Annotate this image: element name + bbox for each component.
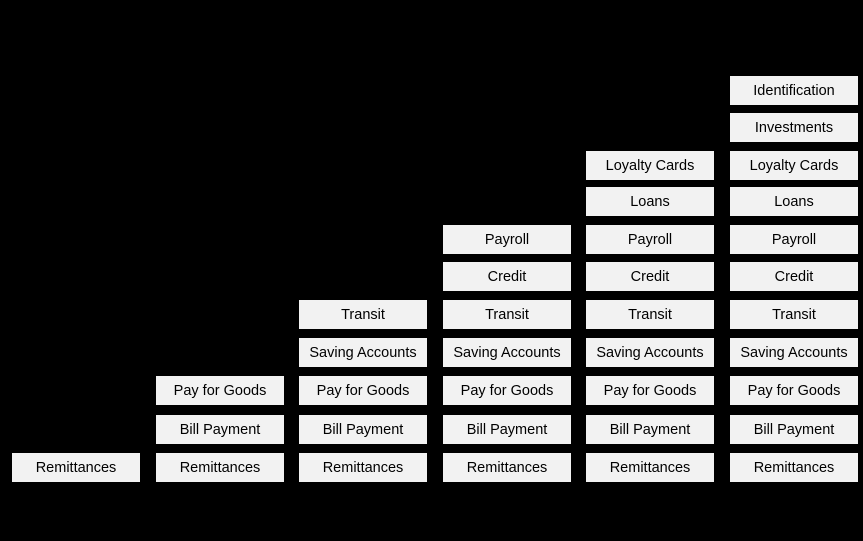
service-tile-credit: Credit: [586, 262, 714, 291]
service-tile-loyalty-cards: Loyalty Cards: [586, 151, 714, 180]
service-tile-pay-for-goods: Pay for Goods: [443, 376, 571, 405]
service-tile-payroll: Payroll: [443, 225, 571, 254]
service-tile-payroll: Payroll: [730, 225, 858, 254]
service-tile-loyalty-cards: Loyalty Cards: [730, 151, 858, 180]
service-tile-saving-accounts: Saving Accounts: [586, 338, 714, 367]
stack-column-4: Remittances Bill Payment Pay for Goods Savi…: [443, 0, 571, 541]
service-tile-pay-for-goods: Pay for Goods: [730, 376, 858, 405]
stack-column-1: Remittances: [12, 0, 140, 541]
service-tile-identification: Identification: [730, 76, 858, 105]
service-tile-investments: Investments: [730, 113, 858, 142]
stack-column-5: Remittances Bill Payment Pay for Goods Savi…: [586, 0, 714, 541]
service-tile-remittances: Remittances: [730, 453, 858, 482]
service-tile-bill-payment: Bill Payment: [730, 415, 858, 444]
service-tile-pay-for-goods: Pay for Goods: [586, 376, 714, 405]
service-tile-remittances: Remittances: [299, 453, 427, 482]
service-tile-pay-for-goods: Pay for Goods: [156, 376, 284, 405]
service-tile-bill-payment: Bill Payment: [443, 415, 571, 444]
service-tile-transit: Transit: [299, 300, 427, 329]
service-tile-remittances: Remittances: [156, 453, 284, 482]
service-tile-credit: Credit: [730, 262, 858, 291]
service-tile-transit: Transit: [730, 300, 858, 329]
stack-column-3: Remittances Bill Payment Pay for Goods Savi…: [299, 0, 427, 541]
service-tile-transit: Transit: [586, 300, 714, 329]
service-tile-payroll: Payroll: [586, 225, 714, 254]
service-tile-loans: Loans: [730, 187, 858, 216]
service-tile-saving-accounts: Saving Accounts: [299, 338, 427, 367]
service-tile-remittances: Remittances: [443, 453, 571, 482]
service-tile-saving-accounts: Saving Accounts: [443, 338, 571, 367]
service-tile-loans: Loans: [586, 187, 714, 216]
service-tile-pay-for-goods: Pay for Goods: [299, 376, 427, 405]
service-tile-remittances: Remittances: [586, 453, 714, 482]
stack-column-6: Remittances Bill Payment Pay for Goods Savi…: [730, 0, 858, 541]
service-tile-saving-accounts: Saving Accounts: [730, 338, 858, 367]
service-tile-bill-payment: Bill Payment: [156, 415, 284, 444]
service-tile-credit: Credit: [443, 262, 571, 291]
service-tile-transit: Transit: [443, 300, 571, 329]
stack-column-2: Remittances Bill Payment Pay for Goods: [156, 0, 284, 541]
service-tile-bill-payment: Bill Payment: [586, 415, 714, 444]
service-tile-bill-payment: Bill Payment: [299, 415, 427, 444]
service-tile-remittances: Remittances: [12, 453, 140, 482]
